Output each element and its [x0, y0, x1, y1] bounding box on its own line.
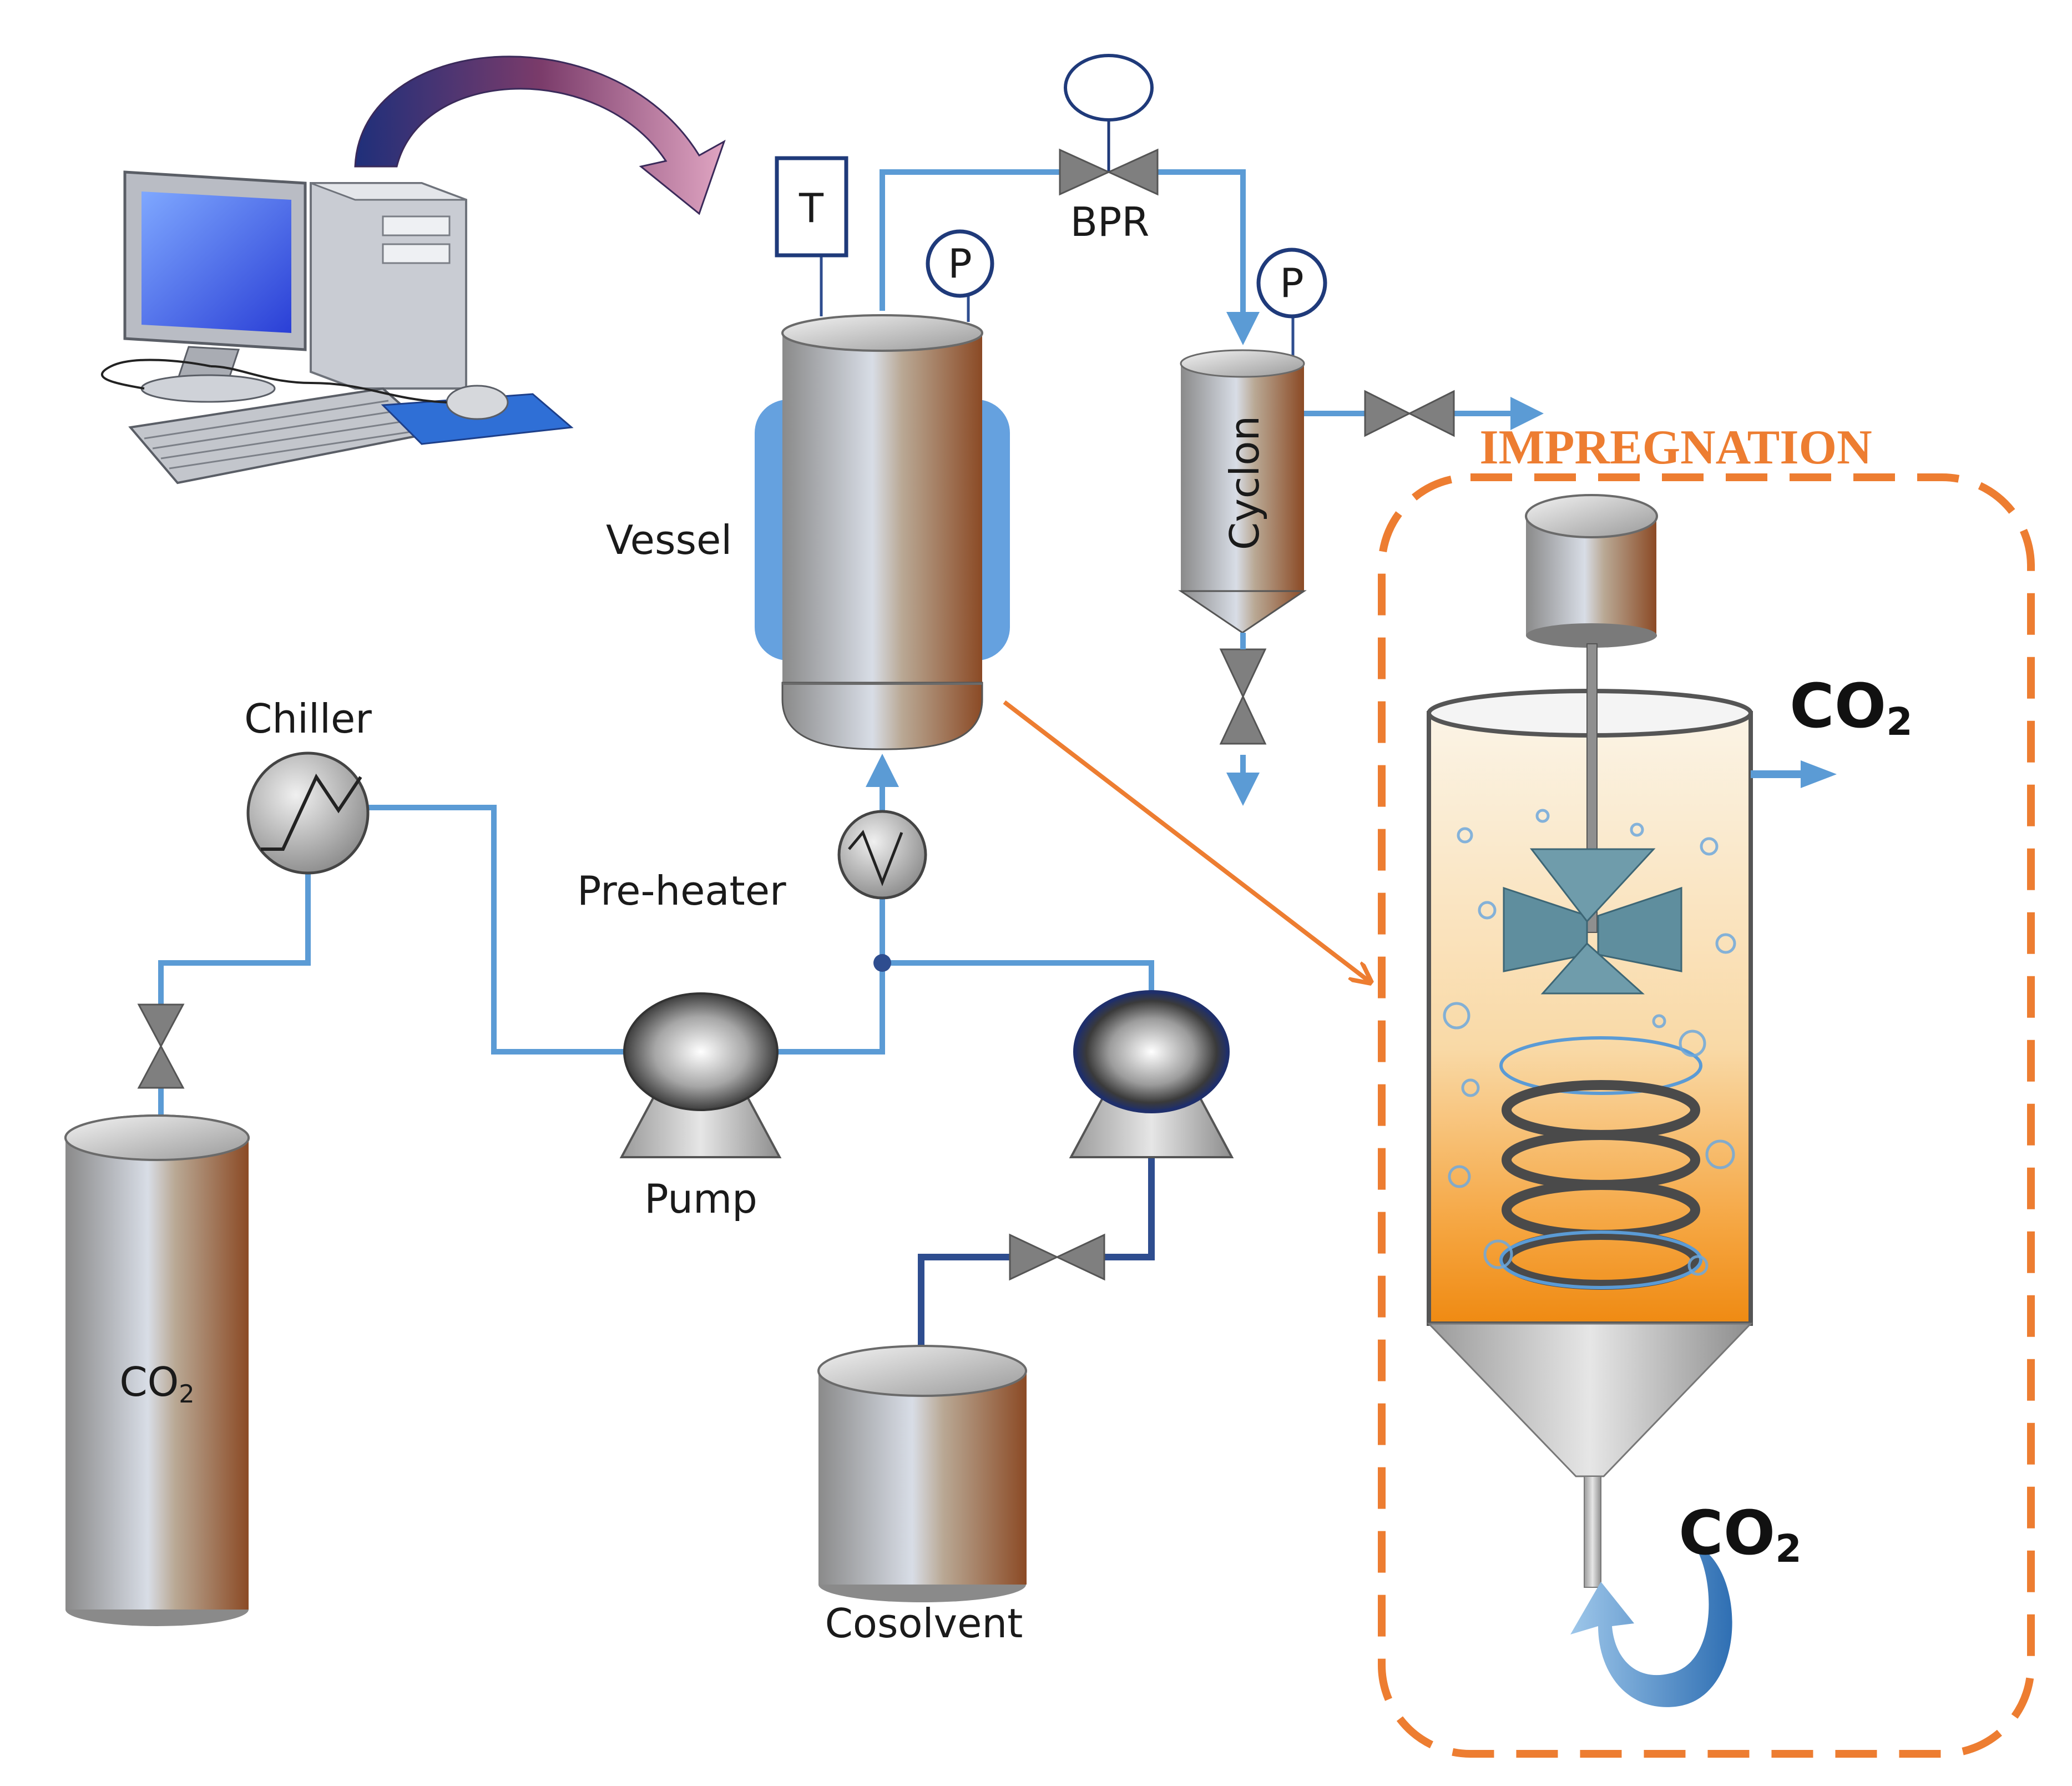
needle-valve-icon	[1219, 648, 1267, 699]
chiller: Chiller	[244, 695, 372, 875]
preheater-label: Pre-heater	[577, 867, 786, 914]
cosolvent-label: Cosolvent	[825, 1600, 1023, 1647]
co2-outlet-label: CO2	[1790, 670, 1913, 744]
cyclone-label: Cyclon	[1221, 416, 1268, 550]
cosolvent-tank: Cosolvent	[817, 1345, 1027, 1647]
curved-arrow-icon	[354, 56, 726, 215]
bpr-label: BPR	[1070, 199, 1150, 245]
impeller	[1503, 848, 1682, 995]
helical-coil	[1499, 1036, 1702, 1290]
cosolvent-pump	[1069, 990, 1234, 1158]
impregnation-panel: IMPREGNATION	[1378, 421, 2035, 1758]
needle-valve-icon	[1364, 390, 1412, 437]
p-label-cyclone: P	[1280, 260, 1303, 306]
pump-label: Pump	[644, 1175, 757, 1222]
vessel: Vessel	[606, 314, 1010, 750]
preheater: Pre-heater	[577, 810, 927, 914]
chiller-label: Chiller	[244, 695, 372, 742]
cyclone: P Cyclon	[1178, 248, 1455, 745]
needle-valve-icon	[1009, 1233, 1105, 1281]
bpr-valve: BPR	[1059, 54, 1159, 245]
co2-cylinder: CO2	[64, 1114, 250, 1626]
p-label-vessel: P	[948, 240, 972, 287]
impregnation-pointer	[1003, 700, 1371, 982]
needle-valve-icon	[137, 1003, 185, 1089]
impregnation-title: IMPREGNATION	[1479, 421, 1872, 475]
recycle-arrow-icon	[1570, 1543, 1732, 1707]
centrifugal-pump-icon: Pump	[619, 992, 782, 1222]
temperature-sensor: T	[775, 156, 848, 316]
bubbles	[1443, 809, 1736, 1276]
vessel-pressure-gauge: P	[926, 229, 994, 322]
computer-icon	[101, 170, 574, 485]
co2-recycle-label: CO2	[1679, 1497, 1802, 1571]
t-label: T	[799, 185, 824, 231]
co2-cylinder-label: CO2	[119, 1359, 194, 1409]
vessel-label: Vessel	[606, 517, 732, 563]
